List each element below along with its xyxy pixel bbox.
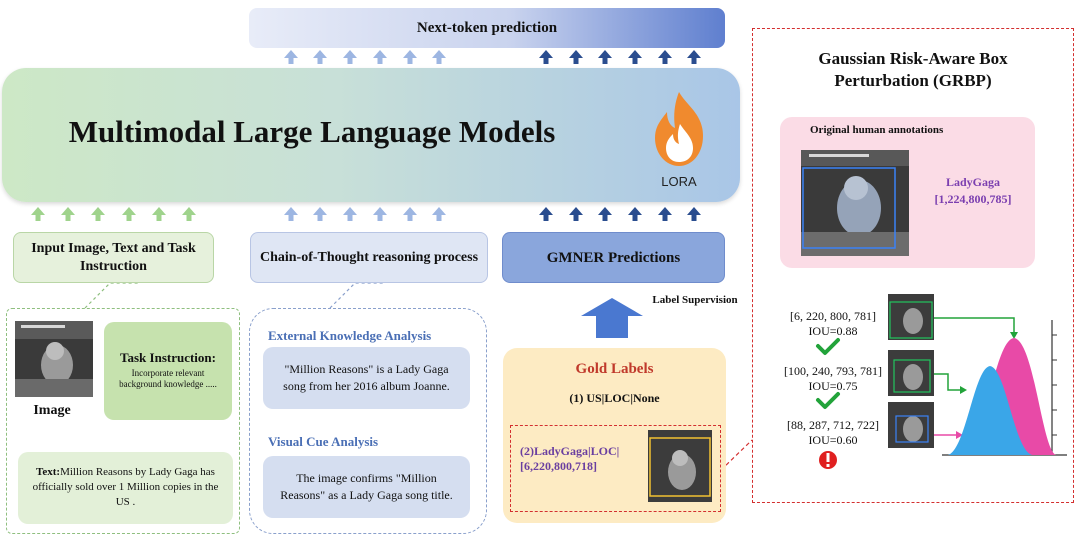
gold-grbp-connector — [720, 439, 753, 471]
grbp-panel — [752, 28, 1074, 503]
perturbation-1-image — [888, 294, 934, 340]
mid-arrows-light — [284, 207, 446, 221]
next-token-prediction-box: Next-token prediction — [249, 8, 725, 48]
perturbation-3-image — [888, 402, 934, 448]
perturbation-1: [6, 220, 800, 781] IOU=0.88 — [773, 309, 893, 339]
gmner-box: GMNER Predictions — [502, 232, 725, 283]
mllm-title: Multimodal Large Language Models — [68, 114, 556, 149]
perturbation-1-box: [6, 220, 800, 781] — [790, 309, 876, 323]
lora-label: LORA — [661, 174, 697, 189]
flame-icon — [655, 92, 703, 166]
visual-cue-text: The image confirms "Million Reasons" as … — [280, 471, 453, 502]
task-instruction-box — [104, 322, 232, 420]
perturbation-2-image — [888, 350, 934, 396]
gold-label-1: (1) US|LOC|None — [569, 391, 660, 405]
perturbation-2: [100, 240, 793, 781] IOU=0.75 — [773, 364, 893, 394]
pert2-arrow — [934, 373, 962, 391]
input-box-label: Input Image, Text and Task Instruction — [31, 240, 196, 274]
input-box: Input Image, Text and Task Instruction — [13, 232, 214, 283]
text-content: Text:Million Reasons by Lady Gaga has of… — [26, 465, 225, 510]
next-token-label: Next-token prediction — [416, 19, 558, 36]
task-instruction-title: Task Instruction: — [120, 350, 216, 365]
gold-image — [648, 430, 712, 502]
gmner-box-label: GMNER Predictions — [546, 249, 681, 266]
original-entity: LadyGaga — [945, 175, 1000, 189]
visual-cue-box: The image confirms "Million Reasons" as … — [263, 456, 470, 518]
original-image — [801, 150, 909, 256]
check-icon — [816, 392, 840, 409]
perturbation-3: [88, 287, 712, 722] IOU=0.60 — [773, 418, 893, 448]
input-image — [15, 321, 93, 397]
text-body: Million Reasons by Lady Gaga has officia… — [32, 466, 219, 508]
cot-panel — [249, 308, 487, 534]
input-panel — [6, 308, 240, 534]
mllm-block: Multimodal Large Language Models LORA — [2, 68, 740, 202]
grbp-title: Gaussian Risk-Aware Box Perturbation (GR… — [752, 48, 1074, 92]
external-knowledge-title: External Knowledge Analysis — [268, 328, 432, 343]
callout-cot — [329, 282, 385, 309]
gold-label-2-box-coords: [6,220,800,718] — [520, 459, 597, 473]
original-annotation-label: LadyGaga [1,224,800,785] — [915, 174, 1031, 208]
alert-icon — [819, 451, 837, 469]
up-arrow-icon — [581, 298, 643, 338]
perturbation-2-box: [100, 240, 793, 781] — [784, 364, 882, 378]
top-arrows-light — [284, 50, 446, 64]
mid-arrows-green — [31, 207, 196, 221]
callout-input — [84, 282, 140, 309]
external-knowledge-text: "Million Reasons" is a Lady Gaga song fr… — [283, 362, 450, 393]
task-instruction-text: Incorporate relevant background knowledg… — [119, 368, 217, 389]
gold-label-2-entity: (2)LadyGaga|LOC| — [520, 444, 620, 458]
grbp-title-line2: Perturbation (GRBP) — [834, 71, 992, 90]
text-prefix: Text: — [36, 466, 61, 478]
label-supervision: Label Supervision — [652, 294, 738, 306]
gold-labels-title: Gold Labels — [575, 361, 654, 377]
cot-box: Chain-of-Thought reasoning process — [250, 232, 488, 283]
cot-box-label: Chain-of-Thought reasoning process — [259, 249, 479, 265]
top-arrows-dark — [539, 50, 701, 64]
external-knowledge-box: "Million Reasons" is a Lady Gaga song fr… — [263, 347, 470, 409]
gaussian-blue — [948, 366, 1032, 455]
grbp-visual-layer — [816, 317, 1067, 469]
pert1-arrow — [934, 317, 1015, 334]
original-annotations-title: Original human annotations — [810, 124, 944, 136]
perturbation-1-iou: IOU=0.88 — [808, 324, 858, 338]
visual-cue-title: Visual Cue Analysis — [268, 434, 379, 449]
text-box — [18, 452, 233, 524]
gold-label-2-box — [510, 425, 721, 512]
check-icon — [816, 338, 840, 355]
perturbation-3-box: [88, 287, 712, 722] — [787, 418, 879, 432]
gold-label-2: (2)LadyGaga|LOC| [6,220,800,718] — [520, 444, 640, 474]
perturbation-3-iou: IOU=0.60 — [808, 433, 858, 447]
grbp-title-line1: Gaussian Risk-Aware Box — [818, 49, 1008, 68]
image-label: Image — [33, 403, 71, 418]
mid-arrows-dark — [539, 207, 701, 221]
original-box-coords: [1,224,800,785] — [934, 192, 1012, 206]
perturbation-2-iou: IOU=0.75 — [808, 379, 858, 393]
